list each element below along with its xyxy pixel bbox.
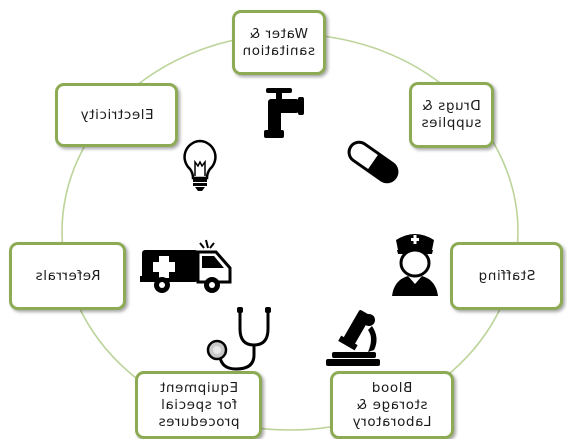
light-bulb-icon: [183, 139, 217, 191]
ambulance-icon: [140, 239, 232, 293]
node-electricity: Electricity: [55, 83, 178, 147]
node-equipment: Equipment for special procedures: [135, 371, 262, 439]
node-label: Staffing: [477, 267, 536, 284]
node-label: Equipment for special procedures: [157, 379, 240, 430]
node-staffing: Staffing: [450, 242, 563, 310]
node-label: Drugs & supplies: [421, 98, 482, 131]
stethoscope-icon: [206, 307, 271, 371]
node-label: Water & sanitation: [242, 25, 316, 59]
node-label: Referrals: [34, 267, 101, 284]
node-water-sanitation: Water & sanitation: [232, 10, 326, 75]
microscope-icon: [326, 310, 380, 366]
node-drugs-supplies: Drugs & supplies: [409, 82, 494, 148]
faucet-icon: [264, 88, 304, 138]
node-label: Blood storage & Laboratory: [352, 379, 432, 430]
nurse-icon: [392, 234, 438, 296]
node-referrals: Referrals: [9, 242, 126, 310]
node-label: Electricity: [79, 106, 154, 123]
node-blood-laboratory: Blood storage & Laboratory: [330, 371, 454, 439]
pill-capsule-icon: [347, 140, 399, 184]
